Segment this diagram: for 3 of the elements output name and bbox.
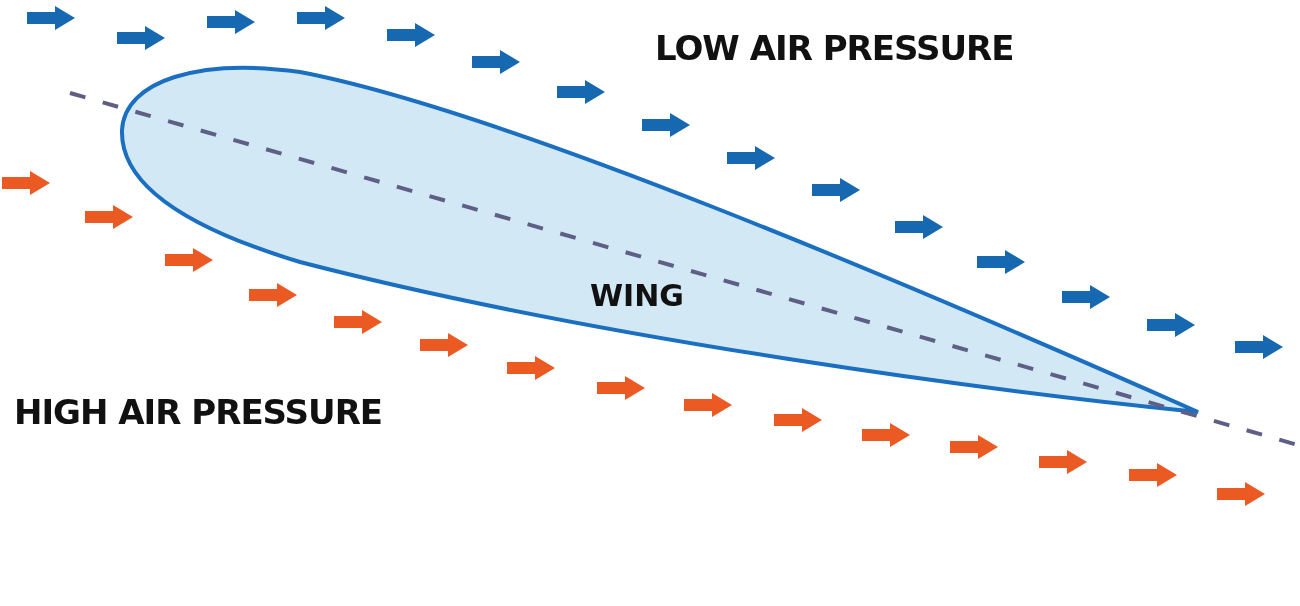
wing-label: WING [590,278,684,313]
pressure-label: HIGH AIR PRESSURE [14,392,383,432]
pressure-label: LOW AIR PRESSURE [655,28,1014,68]
